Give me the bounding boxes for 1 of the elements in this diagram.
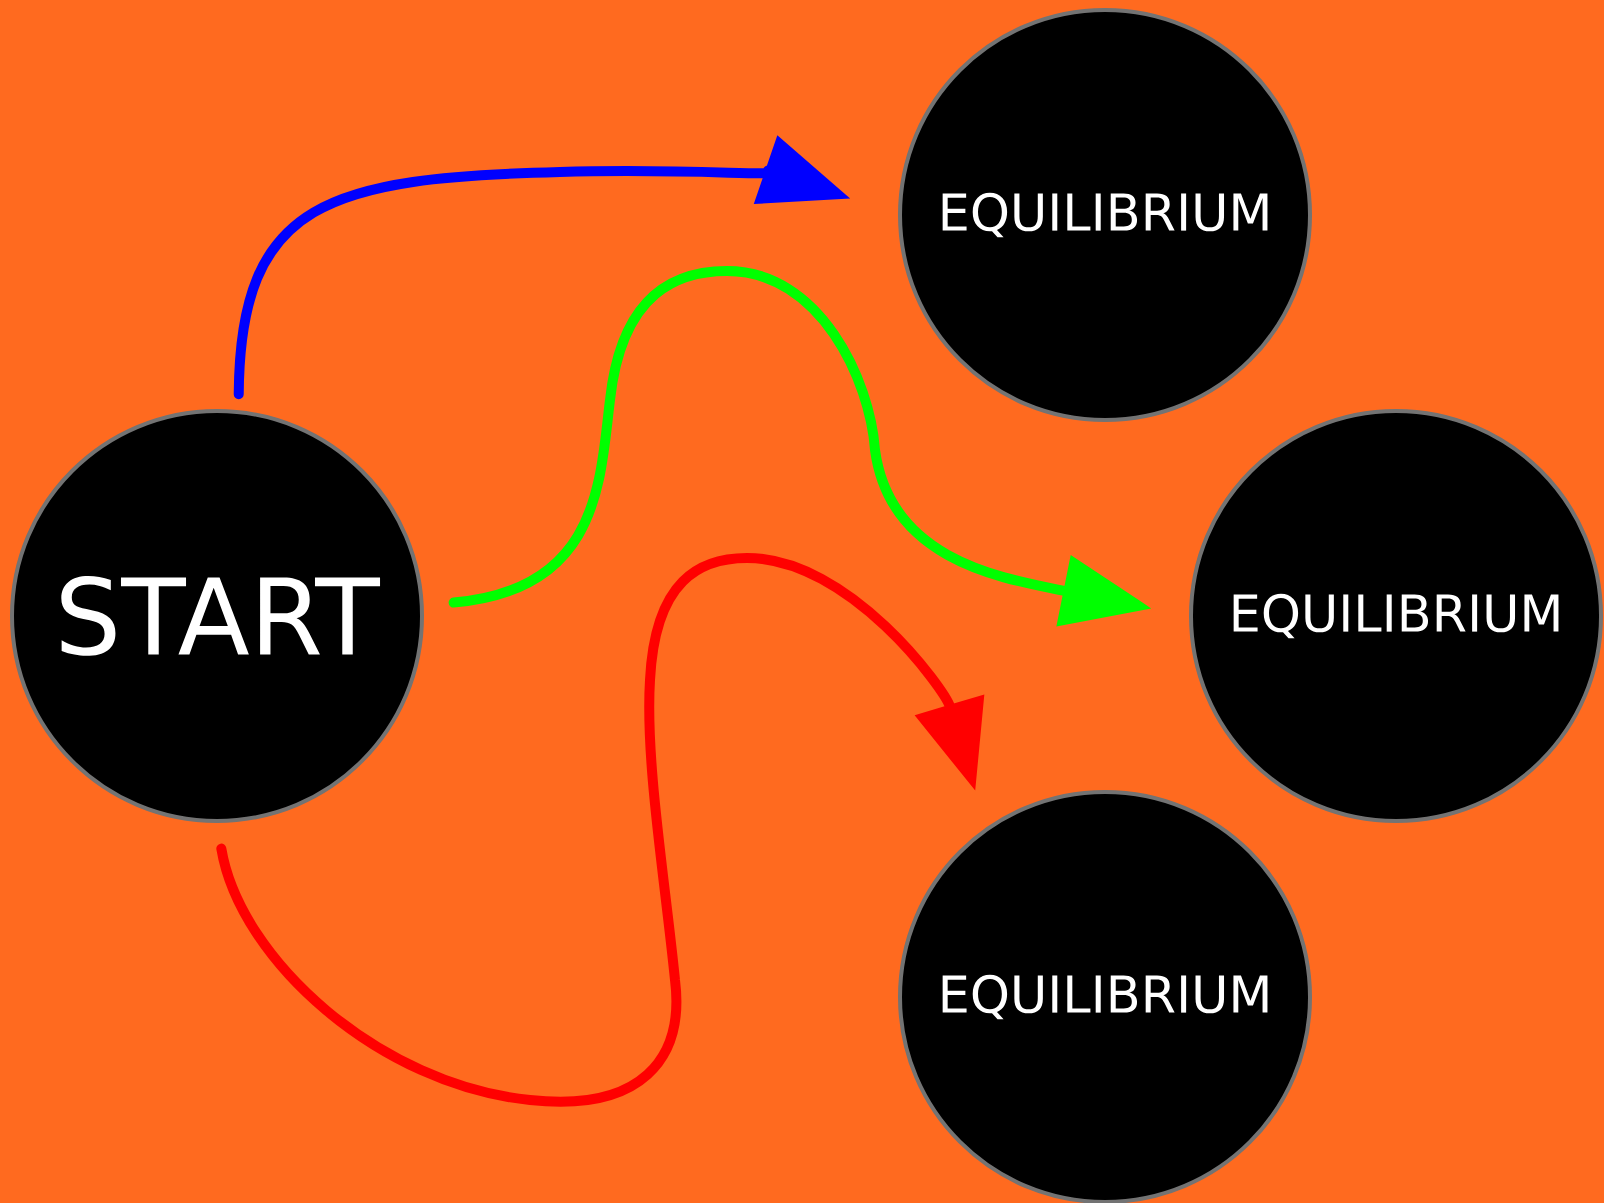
arrow xyxy=(216,553,985,1107)
